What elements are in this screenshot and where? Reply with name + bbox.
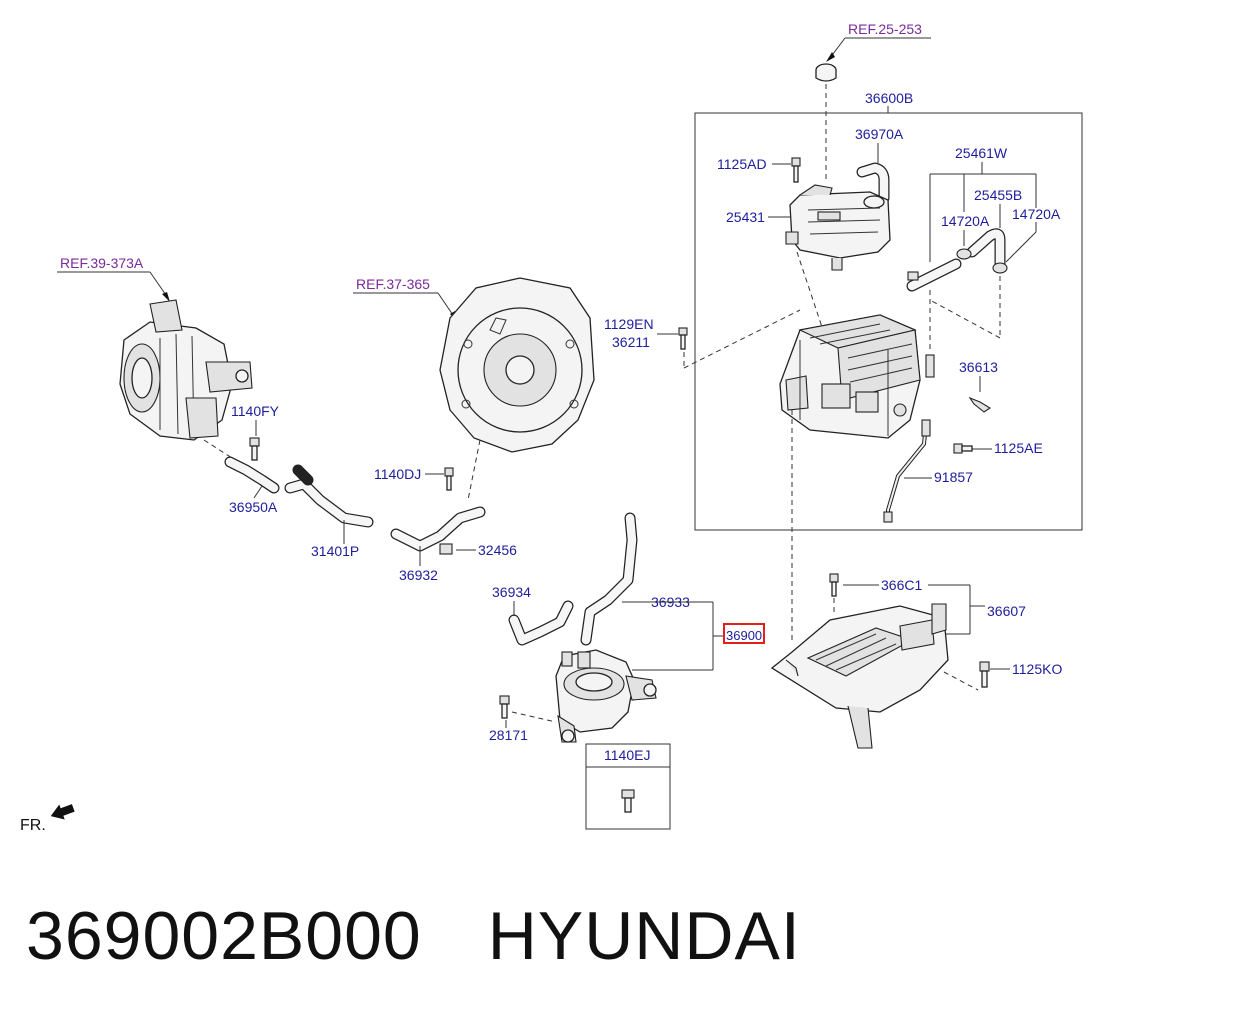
- bolt-1140FY-part: [249, 437, 260, 461]
- label-14720A-2[interactable]: 14720A: [1012, 206, 1061, 222]
- bolt-28171-part: [499, 695, 510, 719]
- bolt-1129EN-part: [678, 327, 688, 350]
- part-number: 369002B000: [26, 898, 422, 974]
- fastener-table-1140EJ: 1140EJ: [585, 743, 671, 830]
- label-36932[interactable]: 36932: [399, 567, 438, 583]
- bolt-1125KO-part: [979, 661, 990, 688]
- label-36934[interactable]: 36934: [492, 584, 531, 600]
- front-arrow-icon: [50, 804, 75, 820]
- label-14720A-1[interactable]: 14720A: [941, 213, 990, 229]
- hose-36934-part: [508, 600, 574, 646]
- label-1140DJ[interactable]: 1140DJ: [374, 466, 421, 482]
- label-25431[interactable]: 25431: [726, 209, 765, 225]
- label-36900[interactable]: 36900: [726, 628, 762, 643]
- cable-91857-part: [883, 419, 931, 523]
- ref-25-253[interactable]: REF.25-253: [826, 21, 931, 62]
- bolt-1140DJ-part: [444, 467, 454, 491]
- bolt-366C1-part: [829, 573, 839, 597]
- reservoir-tank-25431-part: [785, 184, 891, 271]
- label-25455B[interactable]: 25455B: [974, 187, 1022, 203]
- label-1140EJ[interactable]: 1140EJ: [604, 747, 650, 763]
- label-36211[interactable]: 36211: [612, 334, 650, 350]
- fr-label: FR.: [20, 817, 46, 834]
- parts-diagram: REF.25-253 REF.39-373A REF.37-365 36600B…: [20, 21, 1083, 834]
- label-366C1[interactable]: 366C1: [881, 577, 922, 593]
- label-1140FY[interactable]: 1140FY: [231, 403, 280, 419]
- ref-25-253-label: REF.25-253: [848, 21, 922, 37]
- label-25461W[interactable]: 25461W: [955, 145, 1008, 161]
- label-36613[interactable]: 36613: [959, 359, 998, 375]
- pipe-25461W-part: [906, 258, 962, 292]
- ref-37-365-label: REF.37-365: [356, 276, 430, 292]
- hose-36970A-part: [856, 162, 890, 204]
- clamp-14720A-1-part: [956, 248, 972, 260]
- front-direction-indicator: FR.: [20, 804, 75, 834]
- hose-25455B-part: [966, 228, 1006, 270]
- label-31401P[interactable]: 31401P: [311, 543, 359, 559]
- label-36970A[interactable]: 36970A: [855, 126, 904, 142]
- label-1125AE[interactable]: 1125AE: [994, 440, 1043, 456]
- label-36600B[interactable]: 36600B: [865, 90, 913, 106]
- ref-37-365[interactable]: REF.37-365: [353, 276, 458, 322]
- hose-36950A-part: [224, 456, 280, 494]
- compressor-part: [119, 299, 253, 441]
- hose-36932-part: [390, 506, 486, 552]
- reservoir-cap-part: [815, 63, 837, 82]
- bracket-36607-part: [770, 603, 949, 749]
- clip-36613-part: [968, 396, 992, 413]
- ref-39-373a[interactable]: REF.39-373A: [57, 255, 170, 302]
- highlight-36900: [723, 623, 765, 644]
- label-1125AD[interactable]: 1125AD: [717, 156, 767, 172]
- bolt-1125AE-part: [953, 443, 973, 454]
- label-36950A[interactable]: 36950A: [229, 499, 278, 515]
- ref-39-373a-label: REF.39-373A: [60, 255, 144, 271]
- transmission-housing-part: [439, 277, 595, 453]
- hose-36933-part: [580, 512, 638, 646]
- pipe-31401P-part: [284, 464, 374, 528]
- caption: 369002B000 HYUNDAI: [26, 886, 801, 986]
- clamp-14720A-2-part: [992, 262, 1008, 274]
- label-28171[interactable]: 28171: [489, 727, 528, 743]
- bolt-1125AD-part: [791, 157, 801, 183]
- label-91857[interactable]: 91857: [934, 469, 973, 485]
- label-36607[interactable]: 36607: [987, 603, 1026, 619]
- label-1125KO[interactable]: 1125KO: [1012, 661, 1062, 677]
- label-1129EN[interactable]: 1129EN: [604, 316, 654, 332]
- brand-name: HYUNDAI: [487, 898, 801, 974]
- inverter-unit-part: [779, 314, 935, 439]
- clamp-32456-part: [439, 543, 453, 555]
- electric-water-pump-part: [555, 649, 657, 743]
- label-32456[interactable]: 32456: [478, 542, 517, 558]
